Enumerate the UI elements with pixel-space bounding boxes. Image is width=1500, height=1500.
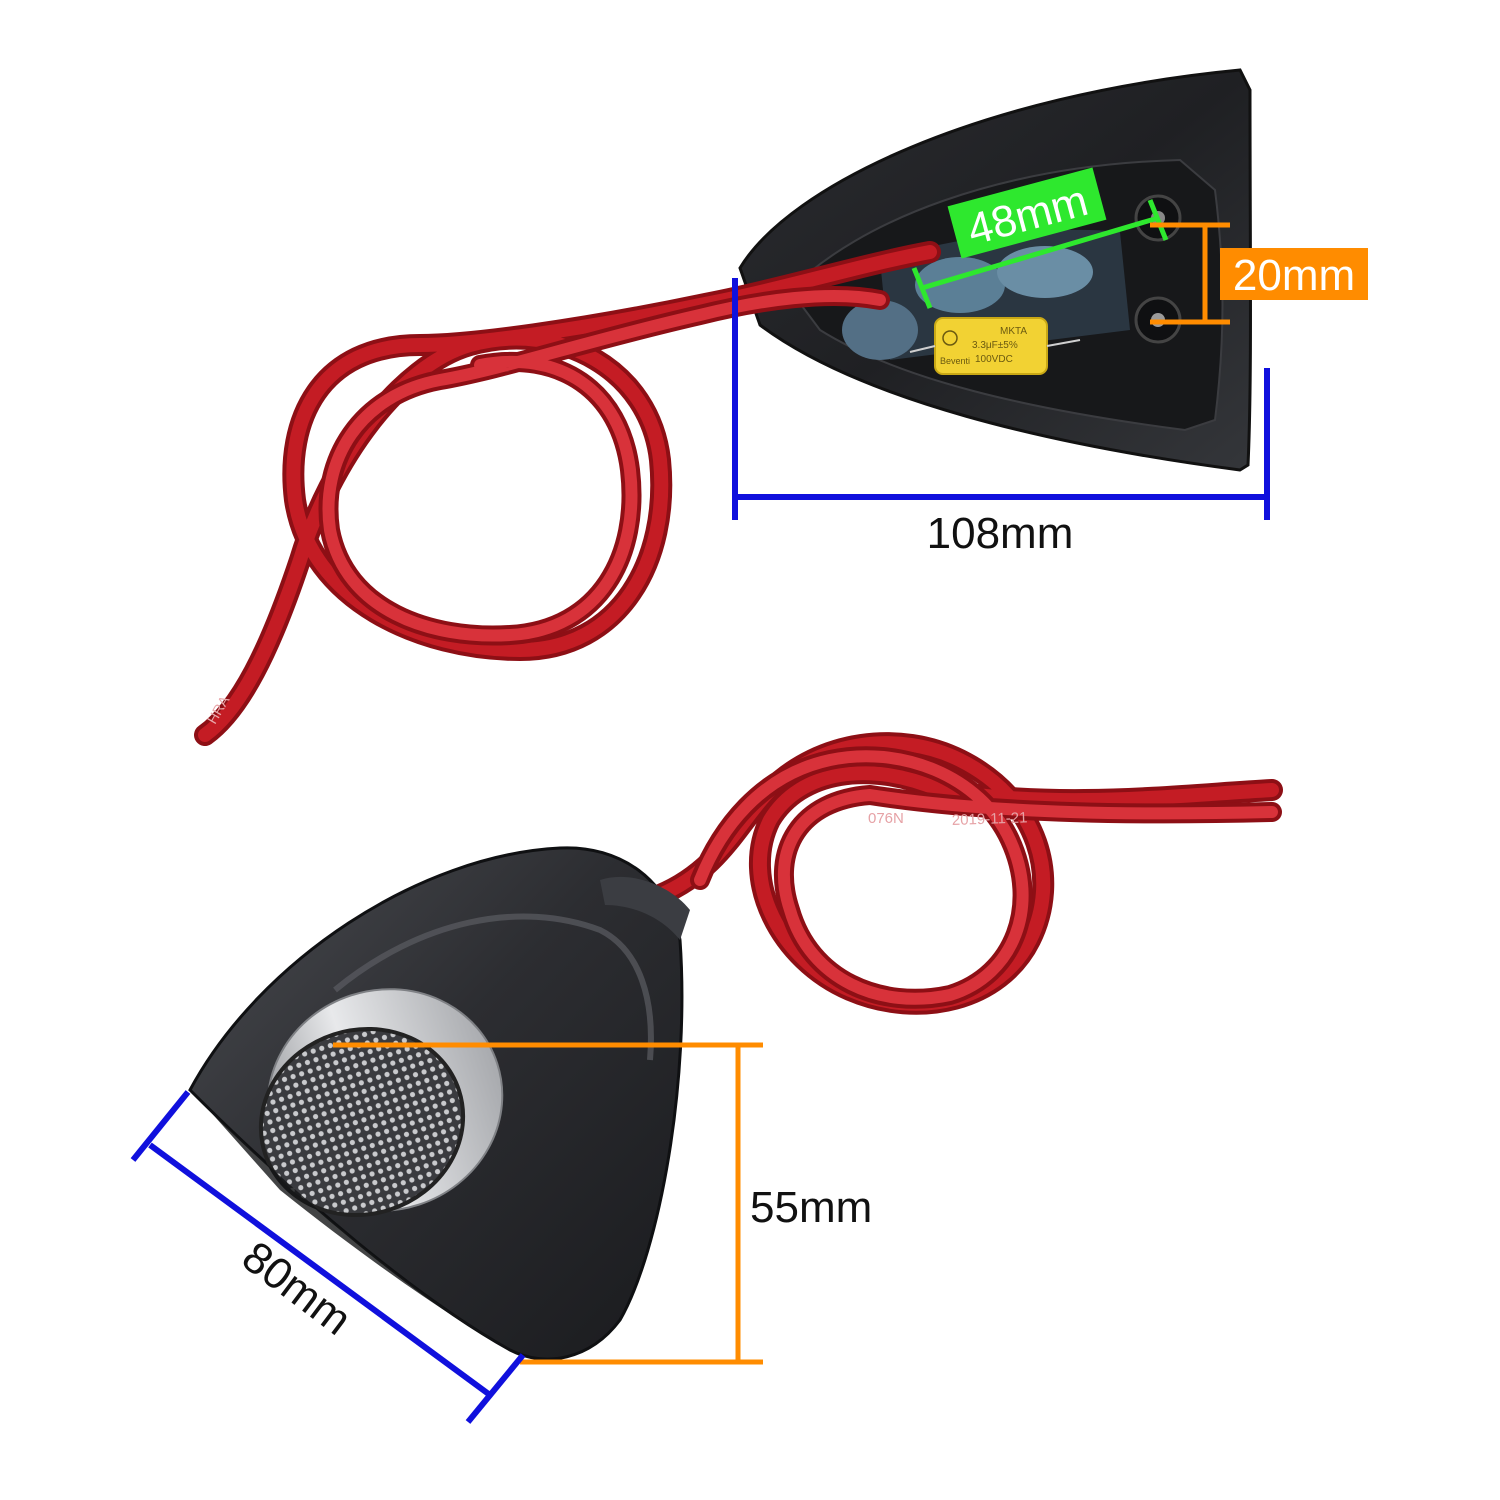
- capacitor: MKTA 3.3μF±5% 100VDC Beventi: [909, 317, 1081, 375]
- dimension-20mm-label: 20mm: [1233, 251, 1355, 300]
- dimension-20mm-label-box: [1220, 248, 1368, 300]
- capacitor-line2: 3.3μF±5%: [972, 340, 1018, 351]
- capacitor-line1: MKTA: [1000, 326, 1027, 337]
- dimension-55mm-label: 55mm: [750, 1183, 872, 1232]
- bottom-speaker-cable: 2019-11-21 076N: [649, 732, 1283, 1015]
- capacitor-logo-icon: [942, 330, 958, 346]
- top-housing-view: MKTA 3.3μF±5% 100VDC Beventi: [738, 68, 1252, 472]
- bottom-housing-mount: [600, 876, 690, 940]
- top-speaker-cable: HRA: [194, 241, 941, 746]
- capacitor-line3: 100VDC: [975, 354, 1013, 365]
- tweeter-grille: [258, 1026, 466, 1218]
- bottom-housing-ridge: [333, 913, 654, 1061]
- dimension-108mm: [732, 278, 1270, 520]
- dimension-108mm-label: 108mm: [927, 509, 1074, 558]
- dimension-55mm: [333, 1042, 763, 1365]
- inductor: [842, 300, 918, 360]
- dimension-80mm: [130, 1090, 526, 1424]
- bottom-cable-print-date: 2019-11-21: [952, 809, 1028, 829]
- dimension-48mm-label-box: [947, 167, 1107, 259]
- capacitor-brand: Beventi: [940, 356, 970, 366]
- dimension-20mm: [1150, 222, 1230, 325]
- bottom-cable-print-code: 076N: [868, 810, 904, 827]
